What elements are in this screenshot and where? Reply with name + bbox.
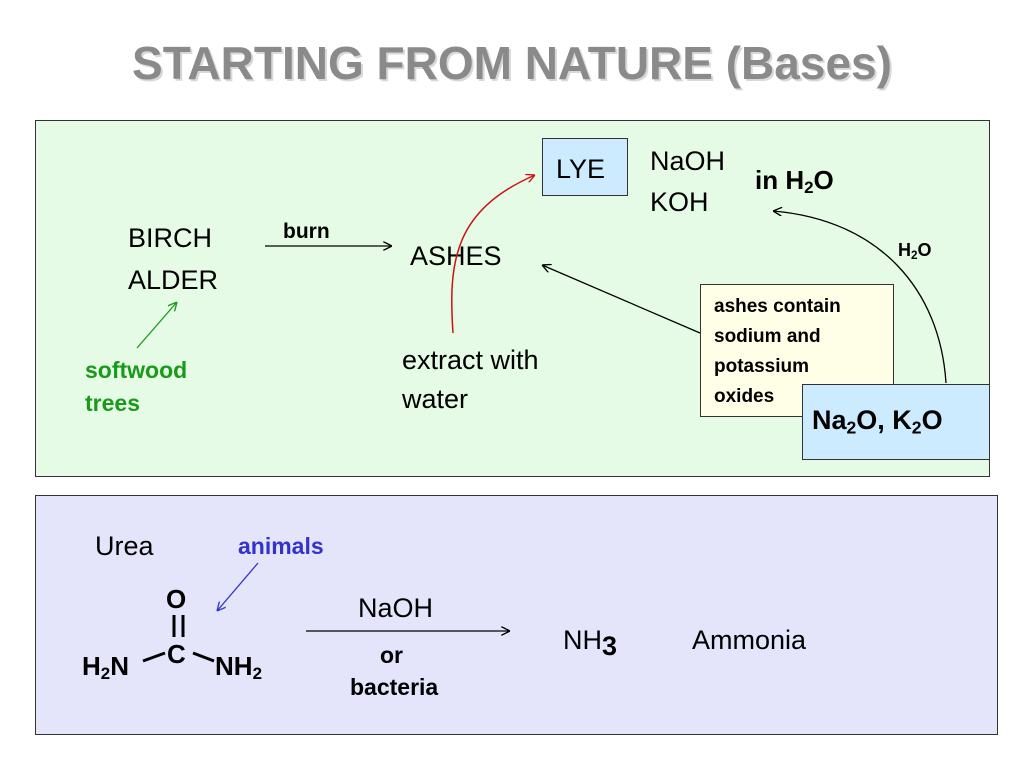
note-line-4: oxides: [714, 386, 775, 407]
oxides-box: [802, 384, 990, 460]
animals-arrow: [217, 562, 259, 611]
or-label: or: [380, 642, 403, 668]
note-line-2: sodium and: [714, 326, 821, 347]
lye-box: [542, 138, 628, 196]
trees-label: trees: [85, 390, 140, 416]
extract-label-1: extract with: [402, 345, 539, 375]
bond-right: [192, 651, 215, 663]
extract-label-2: water: [402, 384, 469, 414]
softwood-label: softwood: [85, 357, 188, 383]
urea-panel: [35, 495, 998, 735]
in-water-label: in H2O: [755, 165, 834, 198]
burn-label: burn: [283, 220, 330, 243]
koh-label: KOH: [650, 187, 709, 217]
naoh-label: NaOH: [650, 146, 726, 176]
naoh-reagent: NaOH: [358, 593, 434, 623]
nh2-group: NH2: [215, 651, 262, 684]
h2n-group: H2N: [82, 651, 129, 684]
note-line-1: ashes contain: [714, 296, 841, 317]
lye-label: LYE: [556, 154, 606, 184]
oxygen-atom: O: [166, 584, 187, 614]
extract-arrow: [451, 175, 535, 334]
softwood-arrow: [136, 302, 177, 349]
tree-birch: BIRCH: [128, 223, 213, 253]
animals-label: animals: [238, 533, 324, 559]
bond-left: [142, 651, 166, 663]
ashes-label: ASHES: [410, 241, 502, 271]
page-title: STARTING FROM NATURE (Bases): [132, 37, 892, 89]
bacteria-label: bacteria: [350, 674, 439, 700]
carbon-atom: C: [167, 639, 186, 669]
ammonia-label: Ammonia: [692, 625, 807, 655]
oxides-to-base-arrow: [773, 211, 947, 384]
oxides-formula: Na2O, K2O: [812, 405, 943, 438]
nh3-formula: NH3: [563, 625, 618, 661]
tree-alder: ALDER: [128, 265, 219, 295]
note-line-3: potassium: [714, 356, 810, 377]
note-to-ashes-arrow: [542, 265, 701, 334]
urea-label: Urea: [95, 531, 154, 561]
h2o-label: H2O: [898, 240, 932, 262]
